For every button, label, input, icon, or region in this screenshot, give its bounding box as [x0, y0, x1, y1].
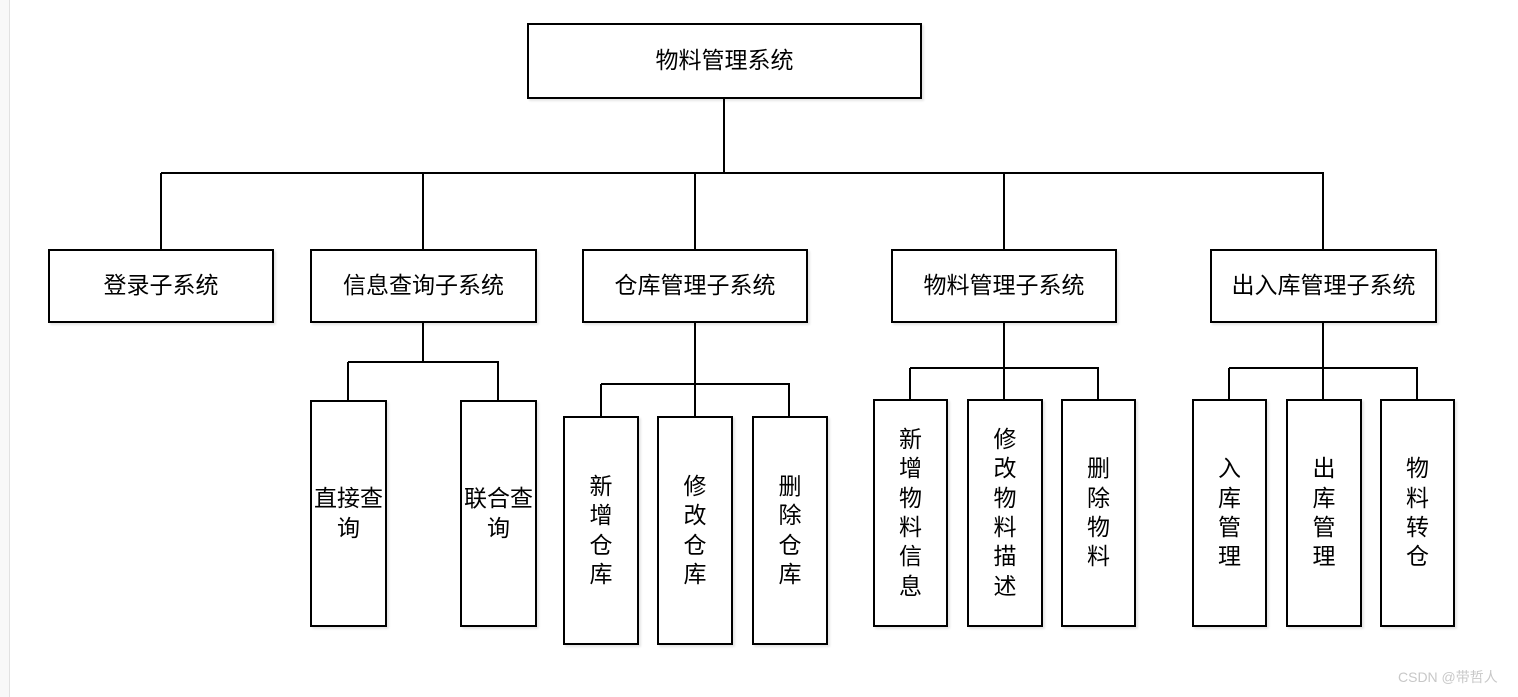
node-delete-material: 删除物料 [1061, 399, 1136, 627]
node-direct-query: 直接查询 [310, 400, 387, 627]
node-warehouse-mgmt-subsystem: 仓库管理子系统 [582, 249, 808, 323]
page-edge-strip [0, 0, 10, 697]
node-label: 物料管理系统 [655, 47, 794, 74]
node-label: 登录子系统 [103, 272, 219, 299]
node-label: 物料管理子系统 [923, 272, 1085, 299]
node-label: 新增物料信息 [899, 425, 922, 599]
node-label: 删除物料 [1087, 455, 1110, 570]
node-label: 修改物料描述 [993, 425, 1017, 599]
node-label: 入库管理 [1218, 455, 1241, 570]
csdn-watermark: CSDN @带哲人 [1398, 669, 1498, 685]
node-material-mgmt-system: 物料管理系统 [527, 23, 922, 99]
node-info-query-subsystem: 信息查询子系统 [310, 249, 537, 323]
node-label: 直接查询 [314, 485, 383, 541]
node-label: 仓库管理子系统 [614, 272, 776, 299]
node-material-mgmt-subsystem: 物料管理子系统 [891, 249, 1117, 323]
node-modify-warehouse: 修改仓库 [657, 416, 733, 645]
node-label: 出库管理 [1312, 455, 1336, 570]
node-add-warehouse: 新增仓库 [563, 416, 639, 645]
node-inbound-mgmt: 入库管理 [1192, 399, 1267, 627]
node-label: 信息查询子系统 [343, 272, 504, 299]
node-label: 新增仓库 [589, 472, 613, 587]
node-material-transfer: 物料转仓 [1380, 399, 1455, 627]
node-add-material-info: 新增物料信息 [873, 399, 948, 627]
node-label: 修改仓库 [683, 472, 707, 587]
node-label: 联合查询 [464, 485, 533, 541]
node-outbound-mgmt: 出库管理 [1286, 399, 1362, 627]
node-label: 物料转仓 [1406, 455, 1429, 570]
node-label: 出入库管理子系统 [1231, 272, 1416, 299]
node-delete-warehouse: 删除仓库 [752, 416, 828, 645]
node-label: 删除仓库 [778, 472, 802, 587]
node-login-subsystem: 登录子系统 [48, 249, 274, 323]
node-joint-query: 联合查询 [460, 400, 537, 627]
node-in-out-mgmt-subsystem: 出入库管理子系统 [1210, 249, 1437, 323]
node-modify-material-desc: 修改物料描述 [967, 399, 1043, 627]
